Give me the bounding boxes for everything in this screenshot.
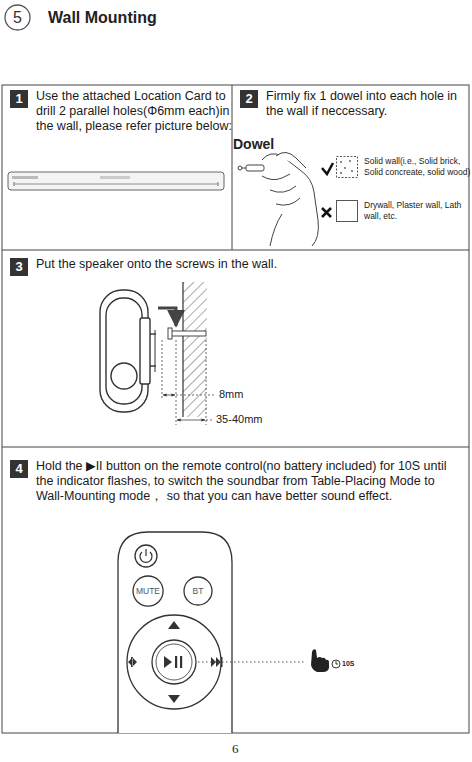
remote-control	[118, 532, 232, 733]
step-number-text: 3	[10, 259, 28, 275]
page-frame	[2, 85, 469, 733]
clock-icon	[332, 660, 340, 668]
button-label: MUTE	[136, 586, 160, 596]
wall-type-box: Solid wall(i.e., Solid brick, Solid conc…	[336, 156, 358, 178]
leader-line	[198, 662, 306, 663]
step-instruction: Hold the ▶II button on the remote contro…	[36, 459, 461, 504]
wall-type-label: Drywall, Plaster wall, Lath wall, etc.	[364, 200, 472, 221]
time-label: 10S	[342, 660, 354, 667]
page-title: Wall Mounting	[48, 9, 157, 27]
step-number-text: 4	[10, 461, 28, 477]
step-number: 1Use the attached Location Card to drill…	[10, 90, 28, 108]
step-instruction: Put the speaker onto the screws in the w…	[36, 257, 456, 272]
wall-type-label: Solid wall(i.e., Solid brick, Solid conc…	[364, 156, 472, 177]
step-instruction: Firmly fix 1 dowel into each hole in the…	[266, 89, 472, 119]
step-number: 2Firmly fix 1 dowel into each hole in th…	[240, 90, 258, 108]
step-instruction: Use the attached Location Card to drill …	[36, 89, 232, 134]
dimension: 8mm	[219, 388, 243, 400]
wall-type-box: Drywall, Plaster wall, Lath wall, etc.	[336, 200, 358, 222]
cross-mark	[322, 208, 331, 217]
page-number: 6	[232, 741, 239, 757]
hang-arrow	[158, 308, 176, 326]
dimension-lines	[162, 340, 215, 425]
step-number: 4Hold the ▶II button on the remote contr…	[10, 460, 28, 478]
remote-button: BT	[183, 576, 213, 606]
step-number: 3Put the speaker onto the screws in the …	[10, 258, 28, 276]
wall-sample	[336, 156, 358, 178]
speaker-side-view	[100, 290, 156, 412]
pointing-hand	[311, 649, 329, 672]
step-number-text: 2	[240, 91, 258, 107]
button-label: BT	[193, 586, 204, 596]
part-name: Dowel	[233, 136, 274, 152]
dimension: 35-40mm	[216, 413, 262, 425]
wall-sample	[336, 200, 358, 222]
remote-arrows	[128, 621, 223, 703]
section-number: 5	[4, 4, 31, 31]
wall	[183, 282, 207, 417]
step-number-text: 1	[10, 91, 28, 107]
check-mark	[322, 163, 333, 174]
section-number-text: 5	[13, 9, 22, 27]
remote-button: MUTE	[132, 575, 164, 607]
screw	[168, 328, 206, 339]
hand-dowel	[238, 152, 318, 246]
location-card	[8, 172, 224, 190]
